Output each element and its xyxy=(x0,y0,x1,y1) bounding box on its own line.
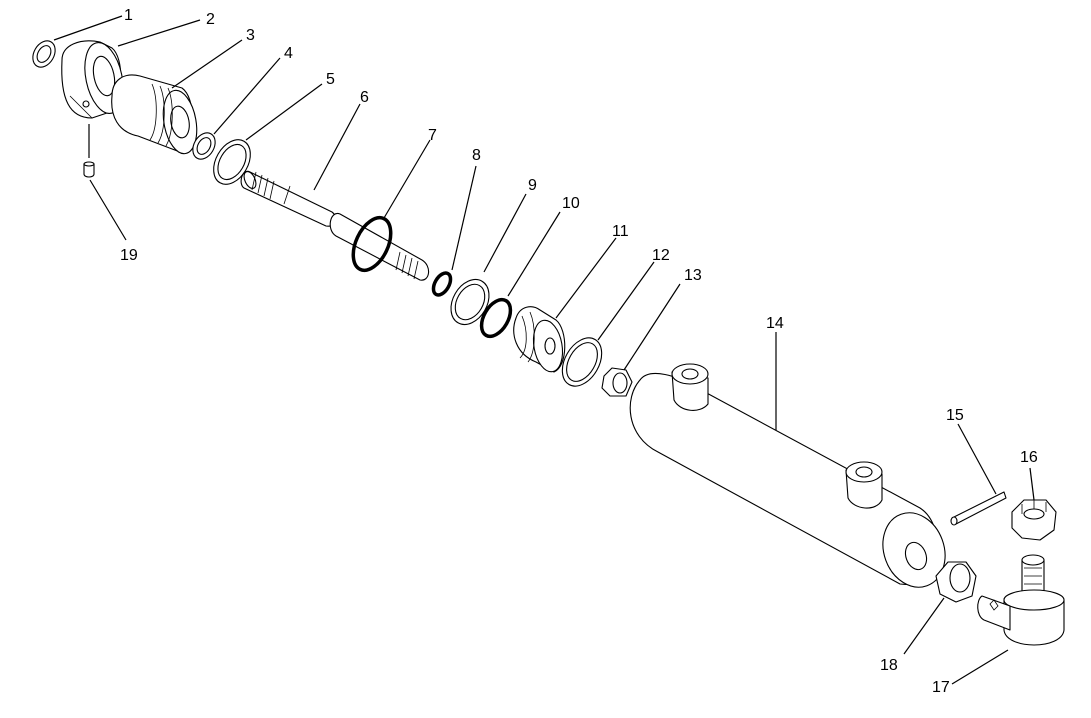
leader-6 xyxy=(313,103,361,191)
leader-19 xyxy=(89,179,127,241)
part-16-castle-nut xyxy=(1011,499,1057,541)
part-18-hex-nut xyxy=(935,561,977,603)
callout-19: 19 xyxy=(120,247,138,264)
part-17-ball-joint xyxy=(977,554,1065,646)
callout-17: 17 xyxy=(932,679,950,696)
part-13-nut xyxy=(601,367,633,397)
part-6-piston-rod xyxy=(240,170,336,227)
part-3-gland xyxy=(111,74,198,155)
part-11-piston xyxy=(513,306,566,373)
part-5-backup-ring xyxy=(213,139,251,185)
part-19-grease-fitting xyxy=(83,161,95,178)
part-1-wiper-ring xyxy=(32,40,56,68)
part-15-cotter-pin xyxy=(950,491,1007,526)
leader-3 xyxy=(171,39,243,89)
leader-9 xyxy=(483,193,527,273)
leader-13 xyxy=(623,283,681,371)
leader-11 xyxy=(555,237,617,319)
part-7-o-ring xyxy=(351,215,393,273)
callout-9: 9 xyxy=(528,177,537,194)
callout-4: 4 xyxy=(284,45,293,62)
callout-6: 6 xyxy=(360,89,369,106)
leader-8 xyxy=(451,165,477,271)
leader-10 xyxy=(507,211,561,297)
leader-18 xyxy=(903,597,945,655)
leader-lines xyxy=(53,15,1035,685)
leader-15 xyxy=(957,423,997,495)
callout-2: 2 xyxy=(206,11,215,28)
callout-10: 10 xyxy=(562,195,580,212)
leader-4 xyxy=(213,57,281,135)
callout-14: 14 xyxy=(766,315,784,332)
callout-5: 5 xyxy=(326,71,335,88)
callout-13: 13 xyxy=(684,267,702,284)
leader-5 xyxy=(245,83,323,141)
callout-11: 11 xyxy=(612,223,629,240)
callout-8: 8 xyxy=(472,147,481,164)
leader-2 xyxy=(117,19,201,47)
leader-16 xyxy=(1029,467,1035,501)
leader-7 xyxy=(383,139,431,219)
part-8-o-ring xyxy=(431,271,453,297)
part-12-wear-ring xyxy=(561,337,603,387)
part-9-backup-ring xyxy=(450,278,490,326)
leader-17 xyxy=(951,649,1009,685)
callout-15: 15 xyxy=(946,407,964,424)
leader-12 xyxy=(597,261,655,341)
leader-1 xyxy=(53,15,123,41)
part-6-piston-rod-end xyxy=(329,213,430,281)
callout-12: 12 xyxy=(652,247,670,264)
callout-1: 1 xyxy=(124,7,133,24)
part-10-o-ring xyxy=(479,297,513,339)
callout-7: 7 xyxy=(428,127,437,144)
callout-18: 18 xyxy=(880,657,898,674)
callout-3: 3 xyxy=(246,27,255,44)
callout-16: 16 xyxy=(1020,449,1038,466)
callout-numbers: 1 2 3 4 5 6 7 8 9 10 11 12 13 14 15 16 1… xyxy=(120,7,1038,696)
part-14-cylinder-barrel xyxy=(629,363,946,588)
part-4-seal xyxy=(192,132,216,160)
